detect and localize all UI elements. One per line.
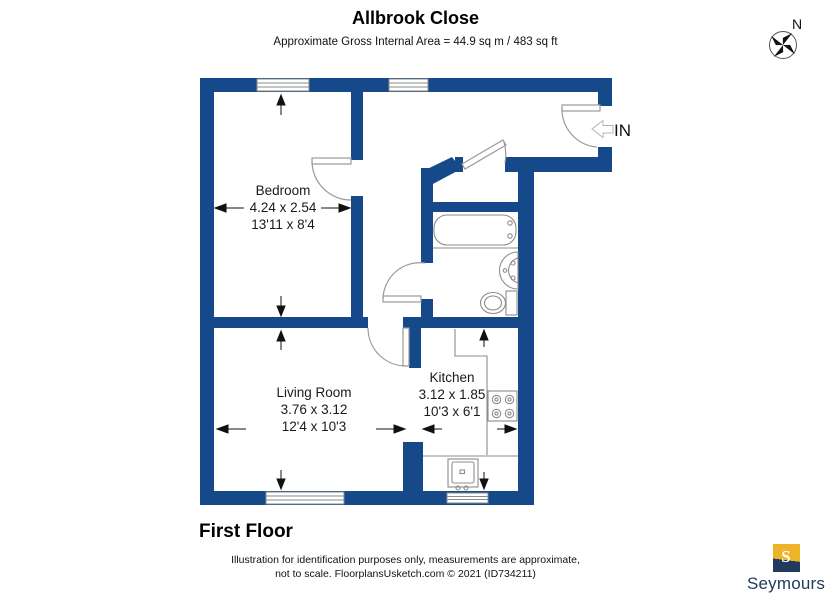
- window: [388, 78, 429, 92]
- disclaimer-line-2: not to scale. FloorplansUsketch.com © 20…: [275, 568, 536, 580]
- fixtures: [423, 214, 519, 491]
- gross-area-subtitle: Approximate Gross Internal Area = 44.9 s…: [273, 36, 558, 48]
- walls: [200, 78, 612, 505]
- compass-icon: N: [769, 16, 802, 59]
- header: Allbrook Close Approximate Gross Interna…: [0, 8, 831, 48]
- wall-bedroom-upper: [351, 92, 363, 160]
- kitchen-sink: [447, 458, 479, 491]
- wall-entrance-stub-top: [598, 92, 612, 106]
- wall-divider-right: [403, 317, 534, 328]
- living-room-label: Living Room: [276, 385, 351, 400]
- room-labels: Bedroom 4.24 x 2.54 13'11 x 8'4 Living R…: [250, 183, 486, 434]
- bathtub: [433, 214, 518, 249]
- entrance-in-label: IN: [614, 121, 631, 140]
- entrance-door: [561, 104, 601, 148]
- kitchen-counter: [423, 329, 518, 457]
- bedroom-metric: 4.24 x 2.54: [250, 200, 317, 215]
- wall-bathroom-left-upper: [421, 168, 433, 263]
- disclaimer-line-1: Illustration for identification purposes…: [231, 554, 580, 566]
- sink-basin: [499, 251, 519, 290]
- page-title: Allbrook Close: [351, 8, 480, 28]
- kitchen-imperial: 10'3 x 6'1: [424, 404, 481, 419]
- window: [256, 78, 310, 92]
- wall-right: [518, 157, 534, 505]
- disclaimer: Illustration for identification purposes…: [0, 553, 811, 581]
- bathroom-door: [382, 262, 426, 303]
- compass-north-label: N: [792, 16, 802, 32]
- living-room-door: [367, 327, 410, 367]
- wall-hall-bottom-left: [455, 157, 463, 172]
- toilet: [479, 290, 518, 316]
- wall-left: [200, 78, 214, 505]
- wall-bathroom-top: [433, 202, 518, 212]
- closet-door: [461, 139, 507, 170]
- branding: S Seymours: [741, 544, 831, 594]
- wall-hall-bottom-right: [505, 157, 612, 172]
- living-room-imperial: 12'4 x 10'3: [282, 419, 346, 434]
- entrance-arrow-icon: [591, 119, 614, 139]
- brand-name: Seymours: [746, 574, 826, 593]
- kitchen-metric: 3.12 x 1.85: [419, 387, 486, 402]
- wall-divider-left: [214, 317, 368, 328]
- window: [446, 492, 489, 504]
- kitchen-label: Kitchen: [429, 370, 474, 385]
- hob: [487, 390, 518, 422]
- bedroom-door: [311, 157, 352, 201]
- floor-label: First Floor: [199, 521, 293, 542]
- bedroom-imperial: 13'11 x 8'4: [251, 217, 315, 232]
- wall-bedroom-lower: [351, 196, 363, 328]
- seymours-logo-icon: S: [772, 544, 800, 572]
- wall-kitchen-left-upper: [409, 328, 421, 368]
- dimension-arrows: [213, 93, 518, 491]
- windows: [256, 78, 489, 505]
- window: [265, 491, 345, 505]
- living-room-metric: 3.76 x 3.12: [281, 402, 348, 417]
- bedroom-label: Bedroom: [256, 183, 311, 198]
- doors: [311, 104, 601, 367]
- wall-kitchen-left-lower: [403, 442, 423, 491]
- logo-letter: S: [781, 547, 791, 566]
